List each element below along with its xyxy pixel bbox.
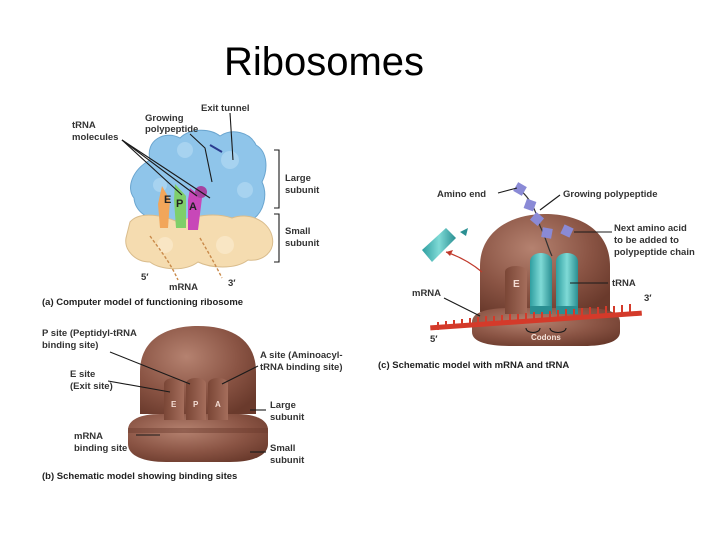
five-prime-c-label: 5′ [430,334,438,345]
p-site-label-1: P site (Peptidyl-tRNA [42,328,137,339]
trna-molecules-label-1: tRNA [72,120,96,131]
e-site-label-2: (Exit site) [70,381,113,392]
panel-b: E P A P site (Peptidyl-tRNA binding site… [42,326,343,482]
growing-polypeptide-label-1: Growing [145,113,184,124]
small-subunit-shape [128,414,268,462]
large-subunit-label-2: subunit [285,185,320,196]
amino-end-label: Amino end [437,189,486,200]
growing-polypeptide-c-label: Growing polypeptide [563,189,657,200]
e-site-c-label: E [513,279,520,290]
small-subunit-b-label-2: subunit [270,455,305,466]
mrna-c-label: mRNA [412,288,441,299]
three-prime-c-label: 3′ [644,293,652,304]
panel-c-caption: (c) Schematic model with mRNA and tRNA [378,360,569,371]
codon-brackets [525,327,567,334]
large-subunit-bracket [274,149,280,209]
mrna-binding-label-1: mRNA [74,431,103,442]
trna-c-label: tRNA [612,278,636,289]
mrna-binding-label-2: binding site [74,443,127,454]
small-subunit-model [125,214,274,270]
exit-arrow [445,251,483,273]
a-slot-label: A [215,400,221,409]
next-amino-acid-label-3: polypeptide chain [614,247,695,258]
small-subunit-bracket [274,213,280,263]
mrna-strand-model [149,235,179,281]
mrna-strand-model-2 [199,237,223,279]
a-site-label-2: tRNA binding site) [260,362,343,373]
p-slot-label: P [193,400,199,409]
p-site-label-2: binding site) [42,340,98,351]
polypeptide-chain [513,182,574,257]
a-site-label-1: A site (Aminoacyl- [260,350,343,361]
mrna-label: mRNA [169,282,198,293]
trna-in-ribosome [530,253,578,314]
e-site-marker: E [164,194,171,206]
large-subunit-b-label-1: Large [270,400,296,411]
panel-a-caption: (a) Computer model of functioning riboso… [42,297,243,308]
small-subunit-b-label-1: Small [270,443,295,454]
panel-a: tRNA molecules Growing polypeptide Exit … [42,103,320,308]
next-amino-acid [560,224,574,238]
small-subunit-label-1: Small [285,226,310,237]
panel-c: Amino end Growing polypeptide Next amino… [378,182,695,371]
growing-polypeptide-label-2: polypeptide [145,124,198,135]
exit-tunnel-label: Exit tunnel [201,103,250,114]
trna-molecules-label-2: molecules [72,132,118,143]
e-site-label-1: E site [70,369,95,380]
p-site-marker: P [176,198,183,210]
five-prime-label: 5′ [141,272,149,283]
e-slot-label: E [171,400,177,409]
three-prime-label: 3′ [228,278,236,289]
small-subunit-label-2: subunit [285,238,320,249]
a-site-marker: A [189,201,197,213]
large-subunit-label-1: Large [285,173,311,184]
next-amino-acid-label-2: to be added to [614,235,679,246]
large-subunit-b-label-2: subunit [270,412,305,423]
e-site-slot-c [505,266,527,314]
panel-b-caption: (b) Schematic model showing binding site… [42,471,237,482]
slide-title: Ribosomes [223,40,425,84]
next-amino-acid-label-1: Next amino acid [614,223,687,234]
mrna-strand-c [430,304,642,331]
codons-label: Codons [531,333,561,342]
released-trna [422,228,468,262]
binding-sites [164,378,228,420]
